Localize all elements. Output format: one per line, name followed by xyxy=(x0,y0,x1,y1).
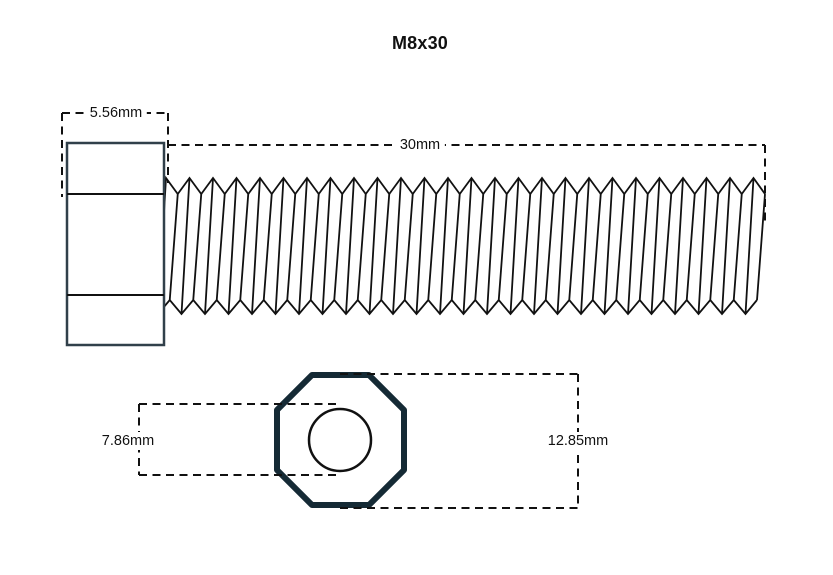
dimension-lines xyxy=(61,112,766,509)
dimension-label-head-width: 5.56mm xyxy=(84,104,148,122)
thread-crest-bottom xyxy=(157,298,758,316)
bolt-thread-pattern xyxy=(157,175,766,316)
drawing-title: M8x30 xyxy=(391,33,449,53)
thread-helix-lines xyxy=(157,177,766,315)
thread-crest-top xyxy=(162,175,766,196)
bolt-shank-hole xyxy=(307,407,373,473)
dimension-label-across-corners: 12.85mm xyxy=(542,432,614,450)
dimension-label-length: 30mm xyxy=(394,136,446,154)
dimension-label-across-flats: 7.86mm xyxy=(96,432,160,450)
bolt-head-side-view xyxy=(65,141,166,347)
